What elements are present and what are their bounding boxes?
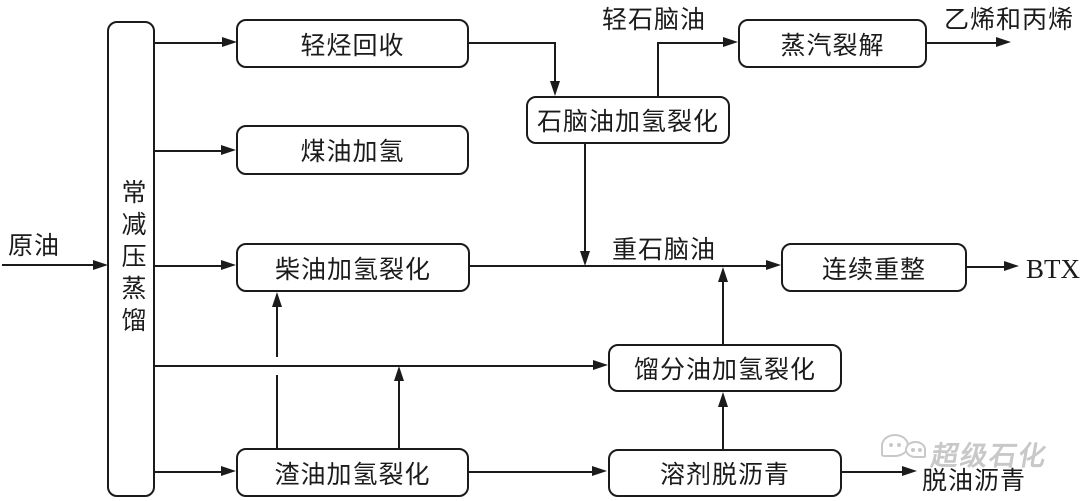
connector-lighthc-to-naphthahc-v (554, 42, 556, 82)
arrowhead-distillation-to-kerosene (221, 145, 236, 155)
connector-reforming-to-btx (967, 266, 1005, 268)
arrowhead-reforming-to-btx (1004, 261, 1019, 271)
box-naphtha-hydrocracking: 石脑油加氢裂化 (526, 96, 730, 144)
connector-diesel-to-reforming (470, 265, 767, 267)
connector-residue-to-sda (469, 471, 593, 473)
connector-distillatehc-to-reformingline (722, 281, 724, 344)
arrowhead-sda-to-deoiled-asphalt (902, 466, 917, 476)
box-steam-cracking: 蒸汽裂解 (738, 19, 927, 68)
box-distillate-hydrocracking: 馏分油加氢裂化 (608, 344, 842, 392)
box-residue-hydrocracking: 渣油加氢裂化 (236, 448, 469, 497)
arrowhead-distillation-to-residue (221, 466, 236, 476)
ethylene-propylene-label: 乙烯和丙烯 (944, 7, 1075, 34)
watermark-chat-bubble-small-icon (905, 441, 926, 458)
box-atmospheric-vacuum-distillation: 常减压蒸馏 (107, 21, 155, 497)
connector-residue-to-diesel-upper (276, 306, 278, 357)
connector-naphthahc-to-reformingline (584, 144, 586, 252)
connector-residue-to-distillateline (398, 380, 400, 448)
connector-distillation-to-diesel (155, 265, 222, 267)
light-naphtha-label: 轻石脑油 (602, 7, 707, 34)
box-solvent-deasphalting: 溶剂脱沥青 (608, 449, 842, 497)
connector-distillation-to-lighthc (155, 42, 223, 44)
arrowhead-naphthahc-to-steamcracking (723, 37, 738, 47)
heavy-naphtha-label: 重石脑油 (612, 237, 717, 264)
connector-sda-to-distillatehc (722, 406, 724, 449)
arrowhead-steamcracking-to-product (996, 37, 1011, 47)
connector-distillation-to-kerosene (155, 150, 222, 152)
arrowhead-distillation-to-lighthc (222, 37, 237, 47)
arrowhead-residue-to-diesel (272, 292, 282, 307)
arrowhead-distillation-to-diesel (221, 260, 236, 270)
arrowhead-diesel-to-reforming (766, 260, 781, 270)
connector-naphthahc-to-steamcracking-v (657, 43, 659, 96)
connector-sda-to-deoiled-asphalt (842, 471, 903, 473)
deoiled-asphalt-label: 脱油沥青 (922, 468, 1027, 495)
arrowhead-residue-to-sda (592, 466, 607, 476)
box-diesel-hydrocracking: 柴油加氢裂化 (236, 243, 470, 292)
arrowhead-naphthahc-to-reformingline (580, 251, 590, 266)
arrowhead-crude-to-distillation (93, 260, 108, 270)
crude-oil-label: 原油 (8, 233, 61, 260)
arrowhead-distillatehc-to-reformingline (718, 267, 728, 282)
connector-distillation-to-distillatehc (155, 365, 594, 367)
connector-naphthahc-to-steamcracking-h (657, 42, 724, 44)
arrowhead-residue-to-distillateline (394, 366, 404, 381)
connector-steamcracking-to-product (927, 42, 997, 44)
connector-crude-to-distillation (2, 264, 94, 266)
box-light-hc-recovery: 轻烃回收 (236, 19, 469, 68)
connector-residue-to-diesel-lower (276, 375, 278, 448)
arrowhead-distillation-to-distillatehc (593, 360, 608, 370)
connector-distillation-to-residue (155, 471, 222, 473)
btx-label: BTX (1026, 254, 1080, 284)
arrowhead-lighthc-to-naphthahc (550, 81, 560, 96)
arrowhead-sda-to-distillatehc (718, 392, 728, 407)
box-continuous-reforming: 连续重整 (781, 243, 967, 292)
connector-lighthc-to-naphthahc-h (469, 42, 556, 44)
box-kerosene-hydrotreating: 煤油加氢 (236, 125, 469, 175)
